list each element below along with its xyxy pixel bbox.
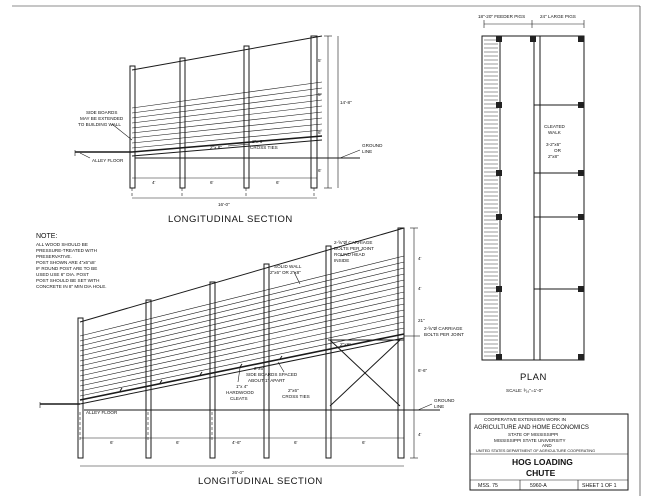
plan-large-label: 24" LARGE PIGS [540, 14, 576, 19]
cleats-3: CLEATS [230, 396, 248, 401]
lower-span-2: 6' [176, 440, 180, 445]
upper-cross-ties-1: 2"x 6" [252, 139, 264, 144]
tb-line5: AND [542, 443, 552, 448]
side-boards-2: SIDE BOARDS SPACED [246, 372, 298, 377]
plan-cleated-walk-2: WALK [548, 130, 562, 135]
lower-total-dim: 26'-0" [232, 470, 244, 475]
mid-height: 21" [418, 318, 425, 323]
lower-ground-line-2: LINE [434, 404, 444, 409]
upper-alley-floor: ALLEY FLOOR [92, 158, 124, 163]
lower-span-5: 6' [362, 440, 366, 445]
side-boards-note-1: SIDE BOARDS [86, 110, 117, 115]
tb-line3: STATE OF MISSISSIPPI [508, 432, 558, 437]
upper-span-1: 4' [152, 180, 156, 185]
solid-wall-2: 2"x6" OR 2"x8" [270, 270, 301, 275]
right-height-3: 6'-6" [418, 368, 428, 373]
carriage-bolts-right-1: 2-⅝"Ø CARRIAGE [424, 326, 462, 331]
upper-post-h3: 6' [318, 130, 322, 135]
title-block: COOPERATIVE EXTENSION WORK IN AGRICULTUR… [469, 413, 629, 491]
lower-board-2x8: 2"x8" [340, 342, 351, 347]
tb-line2: AGRICULTURE AND HOME ECONOMICS [474, 425, 589, 431]
right-height-1: 4' [418, 256, 422, 261]
note-line-6: USED USE 6" DIA. POST [36, 272, 89, 277]
lower-section-title: LONGITUDINAL SECTION [198, 476, 323, 487]
carriage-bolts-top-2: BOLTS PER JOINT [334, 246, 374, 251]
upper-labels: SIDE BOARDS MAY BE EXTENDED TO BUILDING … [78, 58, 383, 225]
lower-ground-line-1: GROUND [434, 398, 455, 403]
carriage-bolts-top-3: ROUND HEAD [334, 252, 366, 257]
solid-wall-1: SOLID WALL [274, 264, 302, 269]
note-line-5: IF ROUND POST ARE TO BE [36, 266, 97, 271]
tb-line6: UNITED STATES DEPARTMENT OF AGRICULTURE … [476, 449, 595, 453]
lower-cross-ties-2: CROSS TIES [282, 394, 310, 399]
upper-section-title: LONGITUDINAL SECTION [168, 214, 293, 225]
carriage-bolts-top-4: INSIDE [334, 258, 349, 263]
tb-number: 5960-A [530, 483, 547, 489]
tb-title2: CHUTE [526, 468, 556, 478]
note-line-3: PRESERVATIVE. [36, 254, 72, 259]
plan-view: 18"-20" FEEDER PIGS 24" LARGE PIGS CLEAT… [478, 14, 585, 393]
side-boards-1: 2"x6" [254, 366, 265, 371]
lower-side-boards [79, 255, 405, 397]
lower-alley-floor: ALLEY FLOOR [86, 410, 118, 415]
tb-sheet: SHEET 1 OF 1 [582, 483, 617, 489]
plan-boards-2: OR [554, 148, 562, 153]
plan-cleats [484, 39, 498, 357]
upper-cross-ties-2: CROSS TIES [250, 145, 278, 150]
side-boards-note-2: MAY BE EXTENDED [80, 116, 124, 121]
note-heading: NOTE: [36, 233, 57, 240]
upper-side-boards [131, 81, 323, 149]
tb-mss: MSS. 75 [478, 483, 498, 489]
tb-line1: COOPERATIVE EXTENSION WORK IN [484, 417, 566, 422]
tb-line4: MISSISSIPPI STATE UNIVERSITY [494, 438, 566, 443]
lower-section [39, 227, 440, 467]
lower-span-3: 4'-6" [232, 440, 242, 445]
upper-post-h2: 5' [318, 92, 322, 97]
plan-scale: SCALE: ³⁄₁₆"=1'-0" [506, 388, 543, 393]
upper-post-h1: 5' [318, 58, 322, 63]
upper-span-2: 6' [210, 180, 214, 185]
note-block: NOTE: ALL WOOD SHOULD BE PRESSURE-TREATE… [36, 233, 107, 289]
plan-cleated-walk-1: CLEATED [544, 124, 566, 129]
carriage-bolts-right-2: BOLTS PER JOINT [424, 332, 464, 337]
plan-boards-1: 3-2"x6" [546, 142, 561, 147]
lower-posts [77, 227, 405, 459]
plan-feeder-label: 18"-20" FEEDER PIGS [478, 14, 525, 19]
tb-title1: HOG LOADING [512, 457, 573, 467]
lower-cleats [119, 355, 283, 392]
lower-labels: 2-⅝"Ø CARRIAGE BOLTS PER JOINT ROUND HEA… [86, 240, 464, 487]
lower-cross-ties-1: 2"x6" [288, 388, 299, 393]
note-line-2: PRESSURE-TREATED WITH [36, 248, 97, 253]
upper-section [74, 35, 361, 199]
cleats-2: HARDWOOD [226, 390, 254, 395]
lower-span-4: 6' [294, 440, 298, 445]
note-line-8: CONCRETE IN 8" MIN DIA HOLE. [36, 284, 107, 289]
upper-board-label: 2"x 8" [210, 145, 222, 150]
plan-title: PLAN [520, 372, 547, 383]
carriage-bolts-top-1: 2-⅝"Ø CARRIAGE [334, 240, 372, 245]
cleats-1: 1"x 4" [236, 384, 248, 389]
upper-post-h4: 6' [318, 168, 322, 173]
upper-total-dim: 16'-0" [218, 202, 230, 207]
upper-span-3: 6' [276, 180, 280, 185]
right-height-4: 4' [418, 432, 422, 437]
lower-span-1: 6' [110, 440, 114, 445]
note-line-7: POST SHOULD BE SET WITH [36, 278, 99, 283]
upper-height-dim: 14'-8" [340, 100, 352, 105]
side-boards-note-3: TO BUILDING WALL [78, 122, 121, 127]
side-boards-3: ABOUT 1" APART [248, 378, 285, 383]
plan-boards-3: 2"x8" [548, 154, 559, 159]
upper-ground-line-1: GROUND [362, 143, 383, 148]
upper-posts [129, 35, 318, 196]
note-line-4: POST SHOWN ARE 4"x6"x8' [36, 260, 96, 265]
note-line-1: ALL WOOD SHOULD BE [36, 242, 88, 247]
upper-ground-line-2: LINE [362, 149, 372, 154]
right-height-2: 4' [418, 286, 422, 291]
